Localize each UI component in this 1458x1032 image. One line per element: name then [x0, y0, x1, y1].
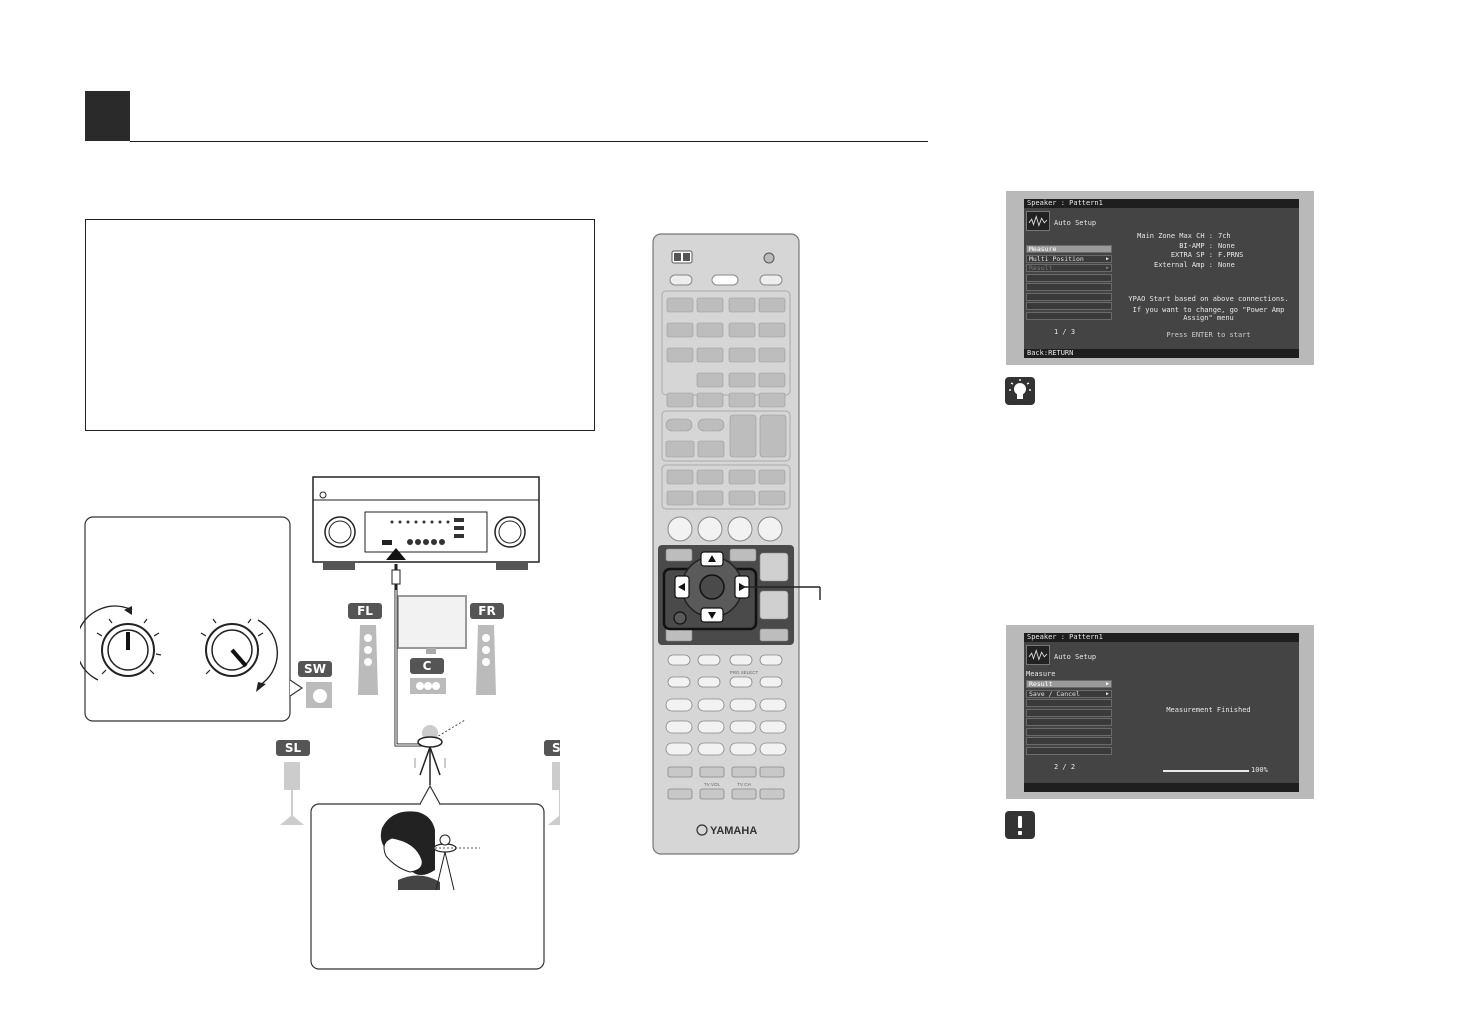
- menu-item-empty: [1026, 727, 1112, 736]
- osd1-footer: Back:RETURN: [1024, 349, 1299, 358]
- osd1-menu: Measure Multi Position▶ Result▶: [1026, 245, 1112, 321]
- svg-text:TV CH: TV CH: [737, 782, 751, 787]
- knob-left: [80, 605, 155, 681]
- menu-item-result[interactable]: Result▶: [1026, 680, 1112, 688]
- menu-item-empty: [1026, 718, 1112, 726]
- osd1-prompt: Press ENTER to start: [1166, 331, 1251, 339]
- osd-screen-1: Speaker : Pattern1 Auto Setup Measure Mu…: [1006, 191, 1314, 365]
- ear-height-callout: [310, 784, 545, 970]
- osd1-heading: Auto Setup: [1054, 219, 1097, 227]
- submenu-arrow-icon: ▶: [1105, 265, 1109, 271]
- menu-item-save-cancel[interactable]: Save / Cancel▶: [1026, 689, 1112, 698]
- menu-item-empty: [1026, 699, 1112, 707]
- menu-item-multi-position[interactable]: Multi Position▶: [1026, 254, 1112, 263]
- setup-diagram: FL FR SW C SL SR: [80, 476, 560, 970]
- speaker-sl: SL: [276, 740, 310, 825]
- menu-item-empty: [1026, 746, 1112, 755]
- section-marker: [85, 91, 130, 141]
- osd1-config-values: 7ch None F.PRNS None: [1218, 232, 1244, 269]
- header-rule: [130, 141, 928, 142]
- menu-item-empty: [1026, 292, 1112, 301]
- menu-item-empty: [1026, 273, 1112, 282]
- svg-text:SL: SL: [285, 741, 302, 755]
- speaker-sr: SR: [544, 740, 560, 825]
- progress-label: 100%: [1251, 766, 1268, 774]
- knob-callout-box: [84, 516, 291, 722]
- lightbulb-icon: [1005, 377, 1035, 405]
- osd2-menu: Result▶ Save / Cancel▶: [1026, 680, 1112, 756]
- remote-control: TV VOL TV CH PRG SELECT YAMAHA: [652, 233, 800, 855]
- osd2-page: 2 / 2: [1054, 763, 1076, 771]
- info-box: [85, 219, 595, 431]
- menu-item-measure[interactable]: Measure: [1026, 245, 1112, 253]
- menu-item-empty: [1026, 283, 1112, 291]
- svg-text:PRG SELECT: PRG SELECT: [730, 670, 759, 675]
- svg-text:C: C: [423, 659, 432, 673]
- speaker-fr: FR: [470, 603, 504, 695]
- osd2-title: Speaker : Pattern1: [1024, 633, 1299, 642]
- submenu-arrow-icon: ▶: [1105, 255, 1109, 262]
- osd1-config-labels: Main Zone Max CH : BI-AMP : EXTRA SP : E…: [1137, 232, 1213, 269]
- auto-setup-icon: [1026, 645, 1050, 665]
- menu-item-empty: [1026, 311, 1112, 320]
- mic-cable: [386, 548, 428, 747]
- mic-tripod: [414, 719, 466, 785]
- knob-right: [205, 619, 279, 692]
- svg-text:FL: FL: [357, 604, 373, 618]
- osd1-page: 1 / 3: [1054, 328, 1076, 336]
- remote-callout-line: [740, 586, 821, 600]
- svg-text:SW: SW: [304, 662, 326, 676]
- caution-icon: [1005, 811, 1035, 839]
- submenu-arrow-icon: ▶: [1105, 690, 1109, 697]
- osd2-section: Measure: [1026, 670, 1056, 678]
- svg-text:FR: FR: [478, 604, 495, 618]
- tv-screen: [397, 595, 467, 649]
- menu-item-empty: [1026, 302, 1112, 310]
- osd1-message: YPAO Start based on above connections. I…: [1128, 295, 1289, 322]
- menu-item-empty: [1026, 737, 1112, 745]
- osd2-heading: Auto Setup: [1054, 653, 1097, 661]
- submenu-arrow-icon: ▶: [1105, 681, 1109, 687]
- speaker-c: C: [410, 658, 446, 694]
- auto-setup-icon: [1026, 211, 1050, 231]
- osd1-title: Speaker : Pattern1: [1024, 199, 1299, 208]
- svg-text:TV VOL: TV VOL: [704, 782, 721, 787]
- av-receiver: [312, 476, 540, 570]
- menu-item-result[interactable]: Result▶: [1026, 264, 1112, 272]
- svg-text:SR: SR: [552, 741, 560, 755]
- menu-item-empty: [1026, 708, 1112, 717]
- progress-bar: [1163, 770, 1249, 772]
- osd2-message: Measurement Finished: [1166, 706, 1251, 714]
- brand-logo: YAMAHA: [710, 825, 757, 837]
- speaker-sw: SW: [298, 661, 332, 708]
- progress-fill: [1163, 770, 1249, 772]
- osd2-footer: [1024, 783, 1299, 792]
- speaker-fl: FL: [348, 603, 382, 695]
- osd-screen-2: Speaker : Pattern1 Auto Setup Measure Re…: [1006, 625, 1314, 799]
